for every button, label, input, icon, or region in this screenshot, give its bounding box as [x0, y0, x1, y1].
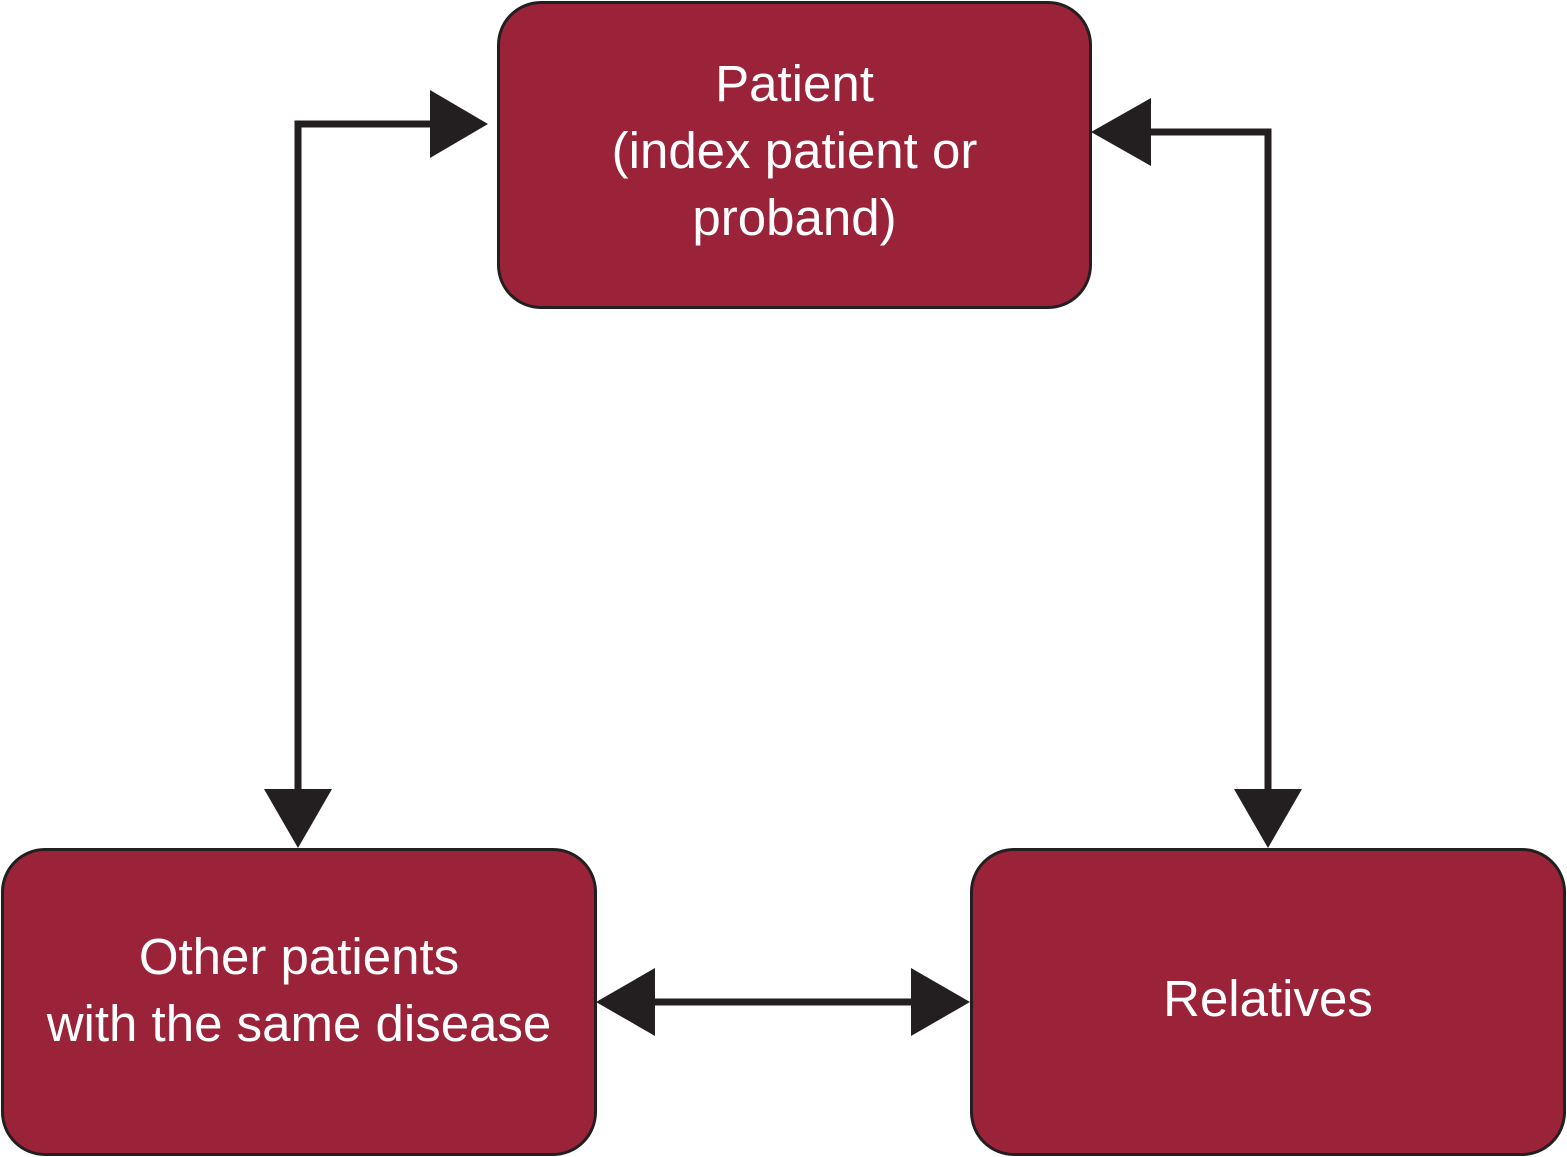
- arrowhead-to-others: [264, 789, 332, 848]
- arrowhead-to-relatives-left: [911, 968, 970, 1036]
- relatives-label-line-1: Relatives: [1163, 969, 1373, 1027]
- patient-node: Patient (index patient or proband): [497, 1, 1092, 309]
- connector-patient-relatives-line: [1148, 128, 1272, 792]
- arrowhead-to-others-right: [596, 968, 655, 1036]
- other-patients-node-label: Other patients with the same disease: [47, 923, 552, 1057]
- patient-label-line-1: Patient: [715, 54, 874, 112]
- relatives-node-label: Relatives: [1163, 965, 1373, 1032]
- arrowhead-to-patient-left: [430, 90, 488, 158]
- other-patients-label-line-2: with the same disease: [46, 995, 552, 1052]
- connector-patient-others-line: [294, 120, 432, 792]
- patient-node-label: Patient (index patient or proband): [612, 50, 978, 251]
- patient-label-line-2: (index patient or: [611, 121, 978, 179]
- other-patients-label-line-1: Other patients: [138, 928, 460, 985]
- patient-label-line-3: proband): [692, 188, 897, 246]
- relatives-node: Relatives: [970, 848, 1566, 1156]
- arrowhead-to-patient-right: [1091, 98, 1151, 166]
- other-patients-node: Other patients with the same disease: [1, 848, 597, 1156]
- arrowhead-to-relatives: [1234, 789, 1302, 848]
